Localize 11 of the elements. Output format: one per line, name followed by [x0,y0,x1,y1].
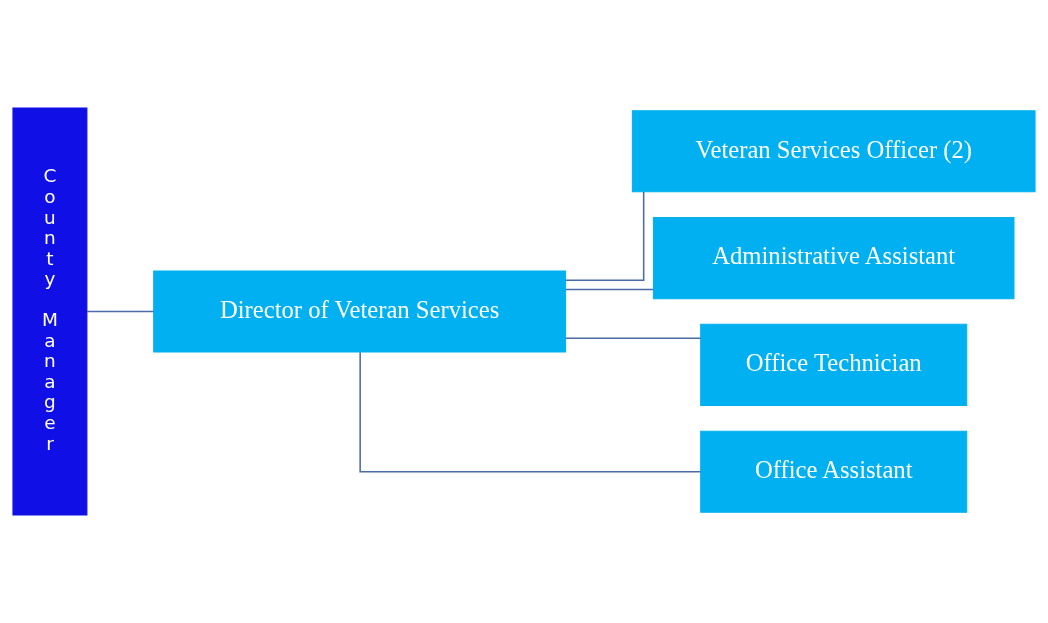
node-box: Administrative Assistant [652,217,1015,300]
node-box: Office Technician [700,323,968,406]
connector [565,337,702,339]
connector [86,310,155,313]
connector [359,351,702,473]
node-box: County Manager [12,107,88,516]
connector [565,288,654,291]
node-box: Veteran Services Officer (2) [631,110,1036,193]
connector [564,191,645,281]
node-box: Office Assistant [700,430,968,513]
node-box: Director of Veteran Services [153,270,567,353]
